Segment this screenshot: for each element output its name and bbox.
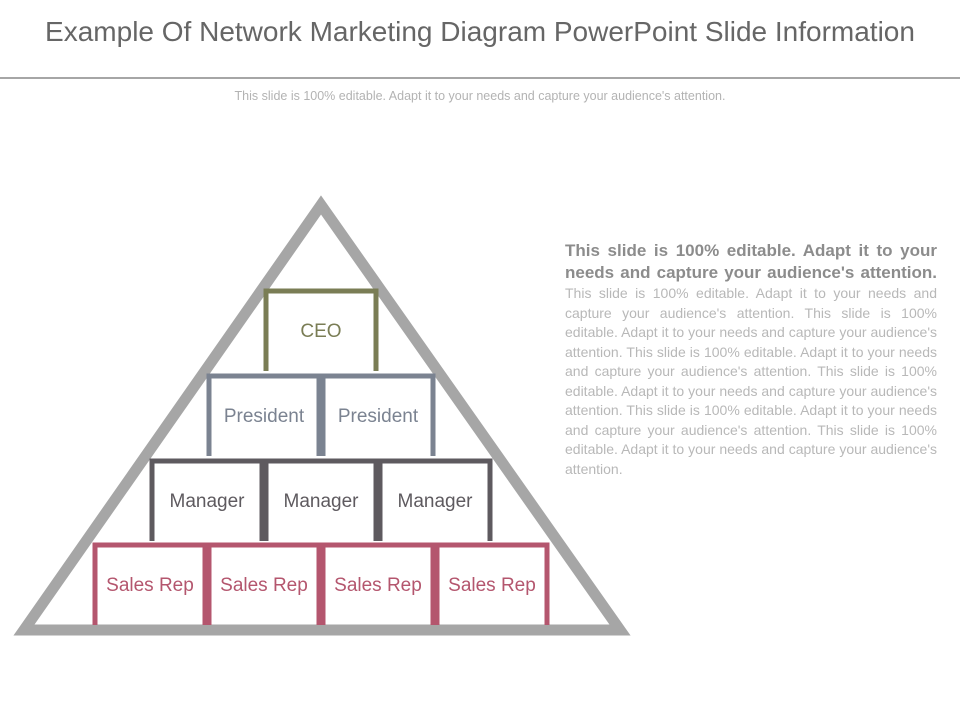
sales-rep-block-3 [320,542,436,625]
sales-rep-label-2: Sales Rep [220,575,308,596]
manager-block-2 [263,458,379,541]
sales-rep-block-4 [434,542,550,625]
ceo-label-1: CEO [300,321,341,342]
sales-rep-label-4: Sales Rep [448,575,536,596]
manager-block-3 [377,458,493,541]
manager-label-1: Manager [170,491,246,512]
president-label-2: President [338,406,419,427]
slide-subtitle: This slide is 100% editable. Adapt it to… [234,89,726,103]
slide-title: Example Of Network Marketing Diagram Pow… [45,16,915,47]
president-label-1: President [224,406,305,427]
description-body: This slide is 100% editable. Adapt it to… [565,285,937,477]
sales-rep-block-1 [92,542,208,625]
manager-block-1 [149,458,265,541]
ceo-block-1 [263,288,379,371]
description-paragraph: This slide is 100% editable. Adapt it to… [565,240,937,479]
pyramid-triangle-outline [13,195,631,636]
title-divider [0,77,960,79]
sales-rep-block-2 [206,542,322,625]
president-block-2 [320,373,436,456]
description-lead: This slide is 100% editable. Adapt it to… [565,241,937,282]
president-block-1 [206,373,322,456]
manager-label-2: Manager [284,491,360,512]
manager-label-3: Manager [398,491,474,512]
sales-rep-label-3: Sales Rep [334,575,422,596]
sales-rep-label-1: Sales Rep [106,575,194,596]
